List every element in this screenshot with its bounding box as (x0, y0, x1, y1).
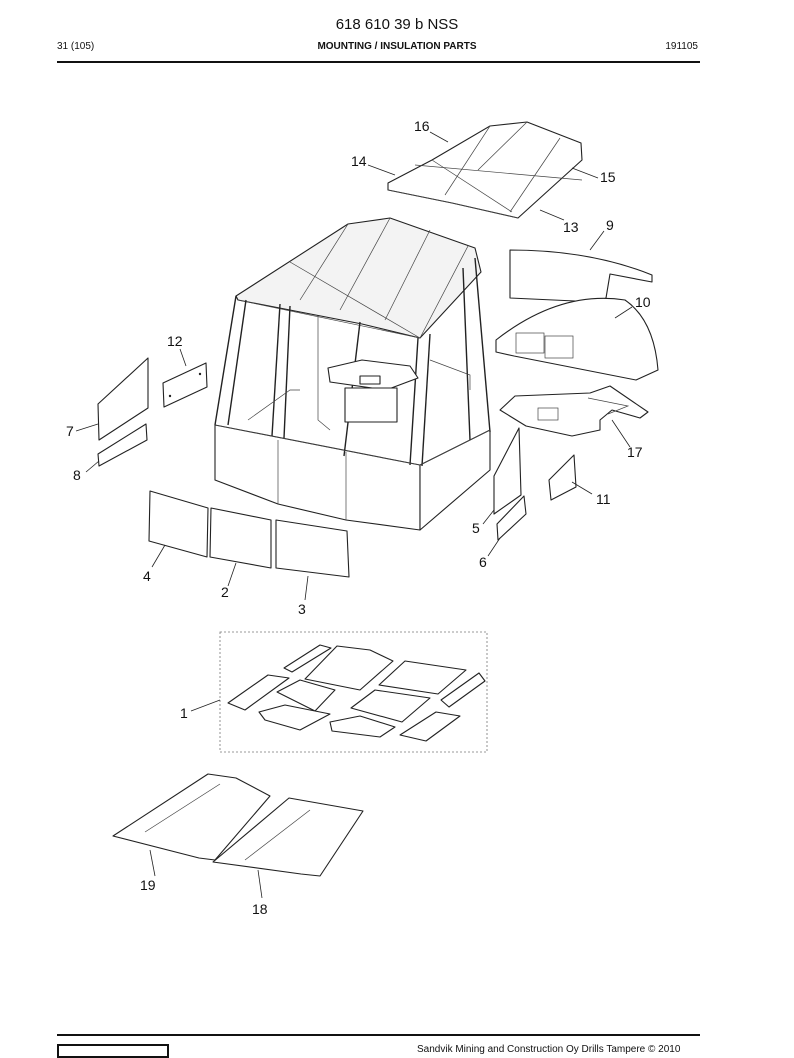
callout-13: 13 (563, 219, 579, 235)
part-12-panel (162, 362, 208, 408)
rear-panels (495, 249, 659, 437)
part-4-panel (148, 490, 209, 558)
callout-4: 4 (143, 568, 151, 584)
callout-11: 11 (596, 491, 611, 507)
part-5-panel (493, 427, 522, 515)
cab-body (214, 217, 491, 531)
part-7-panel (97, 357, 149, 441)
document-title: 618 610 39 b NSS (335, 16, 459, 33)
callout-18: 18 (252, 901, 268, 917)
callout-6: 6 (479, 554, 487, 570)
callout-10: 10 (635, 294, 651, 310)
floor-mat-set (219, 631, 488, 753)
callout-3: 3 (298, 601, 306, 617)
callout-17: 17 (627, 444, 643, 460)
callout-9: 9 (606, 217, 614, 233)
part-6-panel (496, 495, 527, 541)
callout-15: 15 (600, 169, 616, 185)
floor-mats-lower (112, 773, 364, 877)
callout-1: 1 (180, 705, 188, 721)
roof-insulation-panels (387, 121, 583, 219)
sandvik-logo (57, 1044, 169, 1058)
callout-5: 5 (472, 520, 480, 536)
part-11-panel (548, 454, 577, 501)
document-code: 191105 (665, 41, 698, 52)
right-side-panels (493, 427, 577, 541)
front-panels (148, 490, 350, 578)
part-18-mat (212, 797, 364, 877)
footer-rule (57, 1034, 700, 1036)
footer-copyright: Sandvik Mining and Construction Oy Drill… (417, 1044, 681, 1055)
part-3-panel (275, 519, 350, 578)
part-8-panel (97, 423, 148, 467)
part-19-mat (112, 773, 271, 861)
page-reference: 31 (105) (57, 41, 95, 52)
section-title: MOUNTING / INSULATION PARTS (317, 41, 477, 52)
callout-19: 19 (140, 877, 156, 893)
callout-12: 12 (167, 333, 183, 349)
callout-labels: 1 2 3 4 5 6 7 8 9 10 11 12 13 14 15 16 1… (66, 118, 651, 917)
callout-7: 7 (66, 423, 74, 439)
left-side-panels (97, 357, 208, 467)
part-17-panel (499, 385, 649, 437)
callout-8: 8 (73, 467, 81, 483)
part-2-panel (209, 507, 272, 569)
leader-lines (75, 131, 633, 899)
header-rule (57, 61, 700, 63)
callout-16: 16 (414, 118, 430, 134)
part-10-panel (495, 297, 659, 381)
callout-2: 2 (221, 584, 229, 600)
callout-14: 14 (351, 153, 367, 169)
part-9-panel (509, 249, 653, 303)
